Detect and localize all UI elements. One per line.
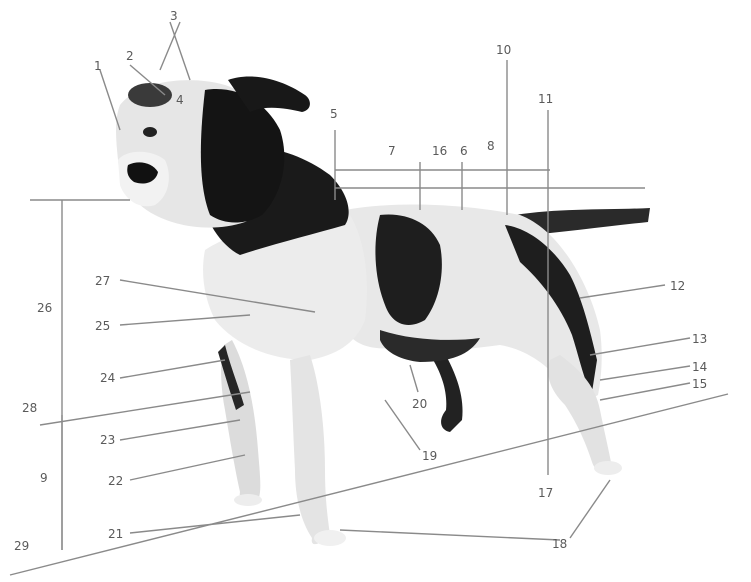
leader-1 bbox=[100, 70, 120, 130]
label-10: 10 bbox=[496, 43, 511, 57]
elbow-line bbox=[40, 392, 250, 425]
dog-illustration bbox=[116, 76, 650, 546]
label-18: 18 bbox=[552, 537, 567, 551]
label-13: 13 bbox=[692, 332, 707, 346]
dog-head-mask bbox=[201, 89, 284, 222]
dog-hind-paw bbox=[594, 461, 622, 475]
leader-3 bbox=[170, 22, 190, 80]
label-15: 15 bbox=[692, 377, 707, 391]
leader-18a bbox=[340, 530, 560, 540]
label-9: 9 bbox=[40, 471, 48, 485]
label-22: 22 bbox=[108, 474, 123, 488]
label-24: 24 bbox=[100, 371, 115, 385]
dog-eye bbox=[143, 127, 157, 137]
leader-20 bbox=[410, 365, 418, 392]
label-2: 2 bbox=[126, 49, 134, 63]
label-4: 4 bbox=[176, 93, 184, 107]
label-1: 1 bbox=[94, 59, 102, 73]
label-29: 29 bbox=[14, 539, 29, 553]
dog-eye-patch bbox=[128, 83, 172, 107]
label-14: 14 bbox=[692, 360, 707, 374]
leader-12 bbox=[580, 285, 665, 298]
leader-18b bbox=[570, 480, 610, 538]
dog-front-paw-near bbox=[314, 530, 346, 546]
label-7: 7 bbox=[388, 144, 396, 158]
dog-near-hind-leg bbox=[548, 355, 612, 472]
label-19: 19 bbox=[422, 449, 437, 463]
label-20: 20 bbox=[412, 397, 427, 411]
label-16: 16 bbox=[432, 144, 447, 158]
leader-23 bbox=[120, 420, 240, 440]
label-6: 6 bbox=[460, 144, 468, 158]
dog-front-paw-far bbox=[234, 494, 262, 506]
label-25: 25 bbox=[95, 319, 110, 333]
label-5: 5 bbox=[330, 107, 338, 121]
leader-13 bbox=[590, 338, 690, 355]
label-28: 28 bbox=[22, 401, 37, 415]
leader-24 bbox=[120, 360, 225, 378]
leader-22 bbox=[130, 455, 245, 480]
label-27: 27 bbox=[95, 274, 110, 288]
label-11: 11 bbox=[538, 92, 553, 106]
leader-3b bbox=[160, 22, 180, 70]
leader-21 bbox=[130, 515, 300, 533]
label-3: 3 bbox=[170, 9, 178, 23]
leader-15 bbox=[600, 383, 690, 400]
label-26: 26 bbox=[37, 301, 52, 315]
label-8: 8 bbox=[487, 139, 495, 153]
label-17: 17 bbox=[538, 486, 553, 500]
label-12: 12 bbox=[670, 279, 685, 293]
leader-14 bbox=[600, 366, 690, 380]
label-23: 23 bbox=[100, 433, 115, 447]
label-21: 21 bbox=[108, 527, 123, 541]
